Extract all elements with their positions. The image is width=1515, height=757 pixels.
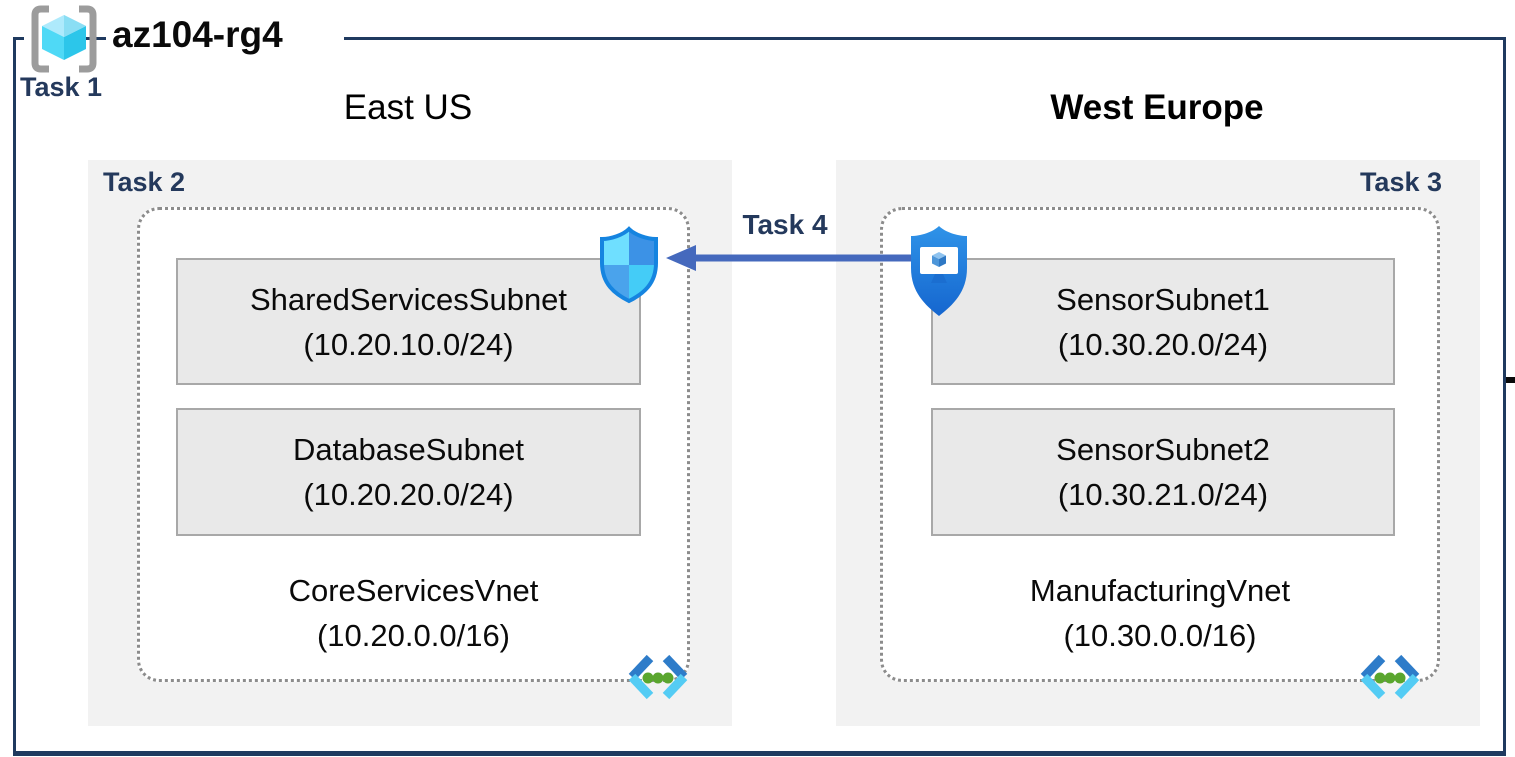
subnet-cidr: (10.20.10.0/24) <box>303 326 514 362</box>
virtual-network-icon <box>1355 651 1425 703</box>
border-gap-under-title <box>106 31 344 46</box>
subnet-name: SharedServicesSubnet <box>249 281 568 317</box>
subnet-name: SensorSubnet1 <box>1056 281 1270 317</box>
protected-vm-shield-icon <box>906 224 972 319</box>
subnet-cidr: (10.30.20.0/24) <box>1057 326 1269 362</box>
vnet-label-coreservices: CoreServicesVnet (10.20.0.0/16) <box>140 568 687 658</box>
region-title-east-us: East US <box>343 88 473 127</box>
virtual-network-icon <box>623 651 693 703</box>
task1-label: Task 1 <box>20 72 103 102</box>
vnet-name-text: ManufacturingVnet <box>1029 573 1291 608</box>
subnet-cidr: (10.20.20.0/24) <box>303 477 514 512</box>
subnet-name: SensorSubnet2 <box>1056 432 1270 467</box>
vnet-label-manufacturing: ManufacturingVnet (10.30.0.0/16) <box>883 568 1437 658</box>
edge-tick-mark <box>1506 377 1515 383</box>
network-security-group-shield-icon <box>597 226 661 304</box>
vnet-coreservices: SharedServicesSubnet (10.20.10.0/24) Dat… <box>137 207 690 700</box>
subnet-sensor2: SensorSubnet2 (10.30.21.0/24) <box>931 408 1395 536</box>
task4-label: Task 4 <box>742 209 828 240</box>
resource-group-name: az104-rg4 <box>112 14 283 55</box>
task2-label: Task 2 <box>103 167 186 197</box>
vnet-manufacturing: SensorSubnet1 (10.30.20.0/24) SensorSubn… <box>880 207 1440 700</box>
vnet-cidr-text: (10.30.0.0/16) <box>1063 618 1257 653</box>
peering-arrow <box>666 245 913 271</box>
task3-label: Task 3 <box>1359 167 1442 197</box>
subnet-sharedservices: SharedServicesSubnet (10.20.10.0/24) <box>176 258 641 385</box>
vnet-name-text: CoreServicesVnet <box>288 573 539 608</box>
resource-group-boundary <box>13 37 1506 756</box>
subnet-cidr: (10.30.21.0/24) <box>1057 477 1269 512</box>
subnet-name: DatabaseSubnet <box>293 432 524 467</box>
subnet-database: DatabaseSubnet (10.20.20.0/24) <box>176 408 641 536</box>
resource-group-icon <box>28 5 100 73</box>
region-title-west-europe: West Europe <box>1050 88 1264 127</box>
subnet-sensor1: SensorSubnet1 (10.30.20.0/24) <box>931 258 1395 385</box>
vnet-cidr-text: (10.20.0.0/16) <box>316 618 511 653</box>
